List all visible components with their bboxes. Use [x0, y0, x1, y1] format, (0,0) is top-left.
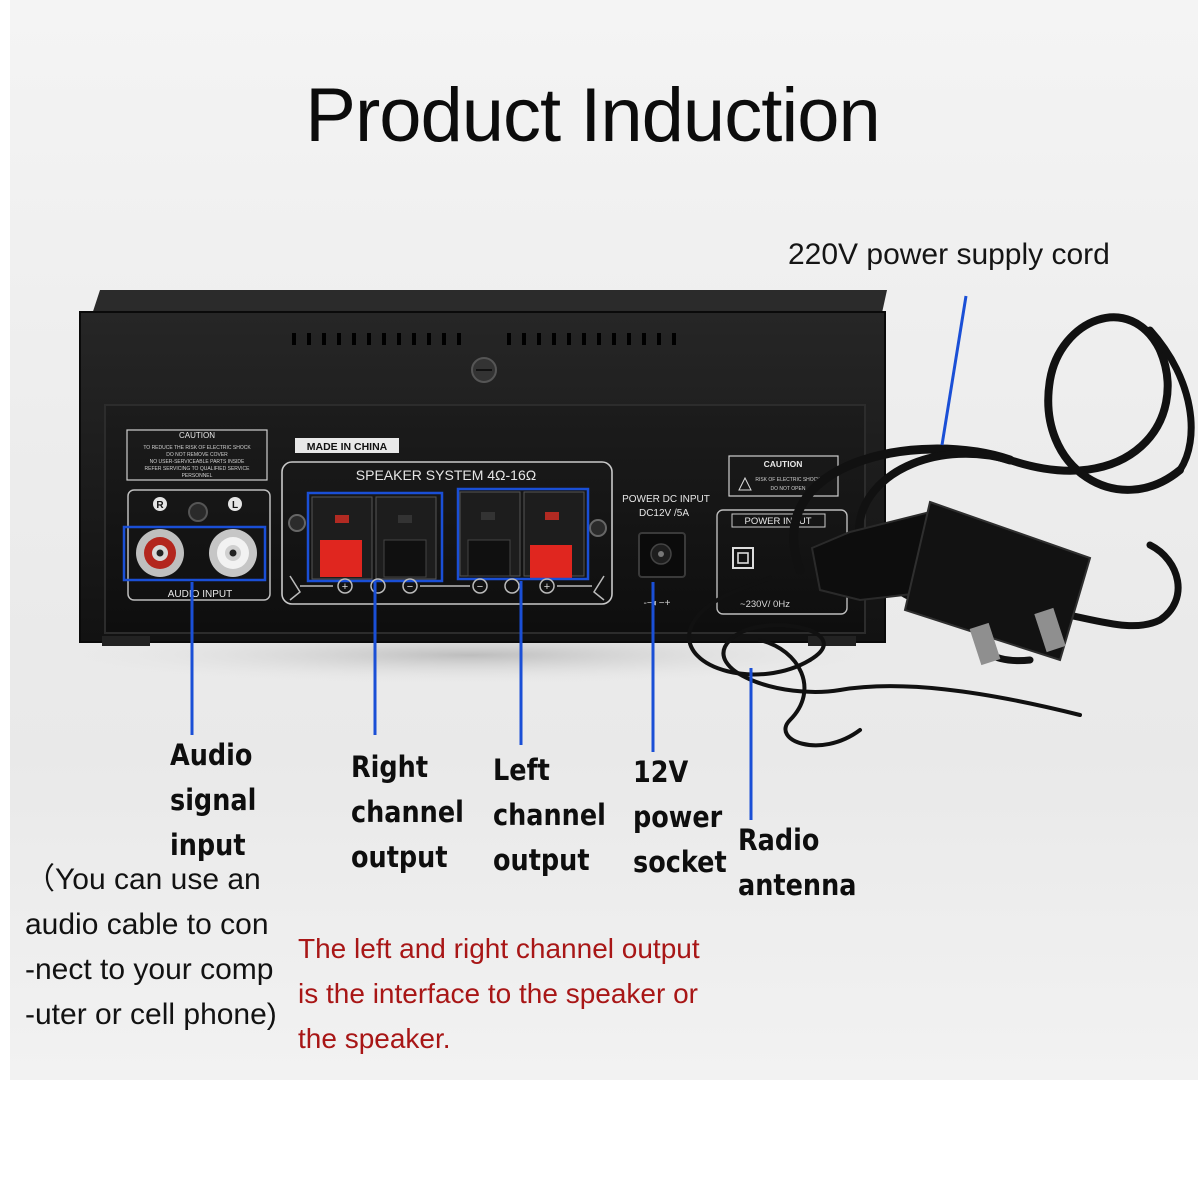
power-input-label: POWER INPUT — [744, 516, 811, 527]
label-line: Right — [351, 750, 429, 784]
label-line: channel — [493, 798, 606, 832]
note-line: audio cable to con — [25, 908, 269, 941]
input-screw — [188, 502, 208, 522]
note-line: The left and right channel output — [298, 933, 700, 964]
power-cord-label: 220V power supply cord — [788, 238, 1110, 271]
double-insulation-icon — [732, 547, 754, 569]
note-line: （You can use an — [25, 863, 261, 896]
left-output-callout — [456, 487, 590, 581]
left-speaker-terminals — [459, 491, 585, 578]
note-line: -nect to your comp — [25, 953, 274, 986]
caution-left-line-2: DO NOT REMOVE COVER — [166, 452, 228, 458]
label-line: channel — [351, 795, 464, 829]
audio-input-panel-label: AUDIO INPUT — [168, 589, 232, 600]
speaker-screw-right — [589, 519, 607, 537]
power-dc-label-2: DC12V /5A — [639, 508, 689, 519]
speaker-system-label: SPEAKER SYSTEM 4Ω-16Ω — [356, 467, 536, 483]
plus-mark-left: + — [544, 581, 550, 593]
left-channel-output-label: Left channel output — [493, 748, 606, 883]
minus-mark-right: − — [407, 581, 413, 593]
chassis-foot-right — [808, 636, 856, 646]
caution-label-right — [728, 455, 839, 497]
l-badge — [228, 497, 242, 511]
warning-triangle-icon — [738, 476, 752, 491]
callout-lines — [190, 295, 968, 820]
label-line: output — [493, 843, 590, 877]
power-input-badge — [731, 513, 826, 528]
plus-mark-right: + — [342, 581, 348, 593]
made-in-china-text: MADE IN CHINA — [307, 441, 388, 453]
caution-left-line-4: REFER SERVICING TO QUALIFIED SERVICE — [145, 466, 251, 472]
right-speaker-terminals — [311, 496, 437, 580]
caution-left-line-3: NO USER-SERVICEABLE PARTS INSIDE — [150, 459, 245, 465]
label-line: power — [633, 800, 723, 834]
label-line: Audio — [170, 738, 253, 772]
power-socket-label: 12V power socket — [633, 750, 727, 885]
label-line: antenna — [738, 868, 857, 902]
speaker-output-note: The left and right channel output is the… — [298, 926, 700, 1061]
r-badge-label: R — [156, 500, 164, 511]
label-line: Radio — [738, 823, 820, 857]
label-line: input — [170, 828, 246, 862]
speaker-system-outline — [281, 461, 613, 605]
rca-jack-left — [209, 529, 257, 577]
terminal-polarity-marks — [289, 575, 605, 601]
audio-input-callout — [122, 525, 267, 582]
chassis-foot-left — [102, 636, 150, 646]
caution-right-line-1: RISK OF ELECTRIC SHOCK — [755, 477, 821, 483]
label-line: 12V — [633, 755, 689, 789]
dc-polarity-mark: -−◐−+ — [644, 598, 671, 609]
voltage-label: ~230V/ 0Hz — [740, 599, 790, 610]
note-line: the speaker. — [298, 1023, 451, 1054]
power-plug — [810, 500, 1092, 666]
r-badge — [153, 497, 167, 511]
caution-label-left — [126, 429, 268, 481]
label-line: signal — [170, 783, 257, 817]
vent-slots — [292, 333, 676, 345]
right-output-callout — [306, 491, 444, 583]
l-badge-label: L — [232, 500, 238, 511]
label-line: output — [351, 840, 448, 874]
power-dc-label-1: POWER DC INPUT — [622, 494, 710, 505]
note-line: is the interface to the speaker or — [298, 978, 698, 1009]
caution-label-right-title: CAUTION — [764, 459, 803, 469]
audio-signal-input-label: Audio signal input — [170, 733, 256, 868]
page-title: Product Induction — [305, 73, 881, 158]
right-channel-output-label: Right channel output — [351, 745, 464, 880]
caution-left-line-5: PERSONNEL — [182, 473, 213, 479]
radio-antenna-wire — [687, 576, 1082, 748]
made-in-china-label — [295, 438, 399, 453]
power-cord-callout-line — [940, 295, 968, 446]
minus-mark-left: − — [477, 581, 483, 593]
radio-antenna-label: Radio antenna — [738, 818, 856, 908]
audio-input-outline — [127, 489, 271, 601]
caution-label-left-title: CAUTION — [179, 431, 215, 440]
caution-left-line-1: TO REDUCE THE RISK OF ELECTRIC SHOCK — [143, 445, 251, 451]
speaker-screw-left — [288, 514, 306, 532]
caution-right-line-2: DO NOT OPEN — [771, 486, 806, 492]
note-line: -uter or cell phone) — [25, 998, 277, 1031]
label-line: socket — [633, 845, 727, 879]
audio-cable-note: （You can use an audio cable to con -nect… — [25, 857, 277, 1037]
rca-jack-right — [136, 529, 184, 577]
label-line: Left — [493, 753, 550, 787]
